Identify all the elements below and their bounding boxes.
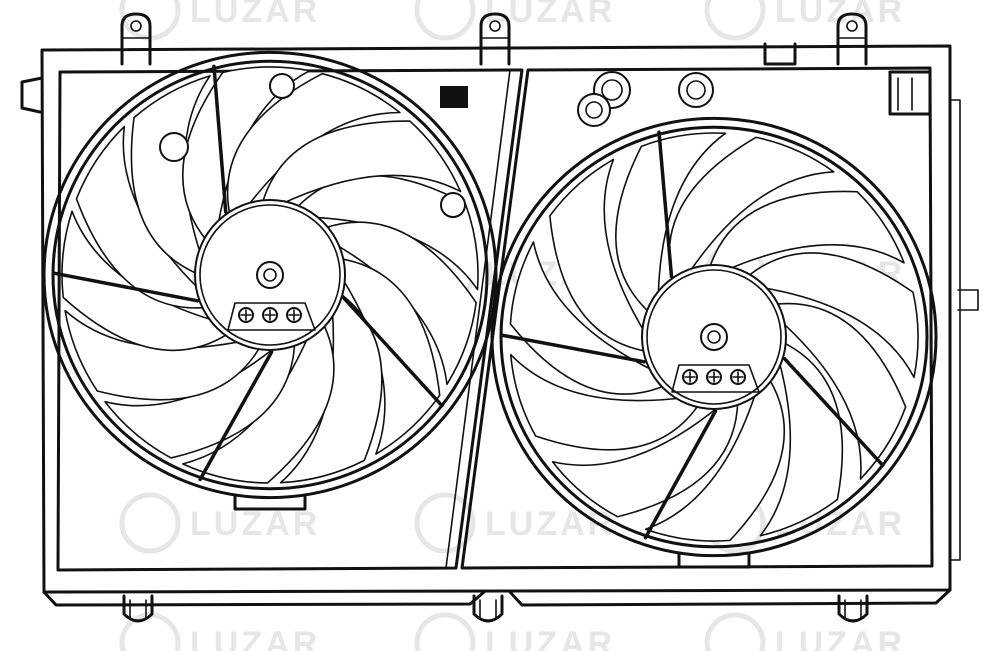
support-strut: [657, 130, 674, 279]
support-strut: [341, 296, 444, 408]
fan-blade: [509, 353, 701, 451]
ring-clip: [677, 551, 751, 569]
fan-blade: [509, 241, 667, 395]
watermark-logo: [704, 612, 766, 651]
top-mount-tab: [836, 12, 868, 66]
watermark-text: LUZAR: [190, 625, 320, 651]
watermark-text: LUZAR: [485, 505, 615, 543]
fan-blade: [551, 399, 739, 518]
fan-left: [42, 50, 498, 511]
fan-blade: [772, 302, 907, 480]
fan-blade: [668, 136, 835, 284]
watermark-text: LUZAR: [190, 505, 320, 543]
fan-ring-outer: [490, 116, 938, 558]
fan-ring-inner: [499, 125, 929, 549]
fan-blade: [745, 252, 919, 379]
fan-blade: [708, 190, 905, 271]
fan-blade: [615, 132, 727, 315]
label-block: [440, 86, 468, 108]
watermark-text: LUZAR: [485, 0, 615, 30]
watermark-text: LUZAR: [775, 0, 905, 30]
watermark-logo: [414, 492, 476, 554]
motor-shaft: [700, 323, 728, 351]
mounting-bosses: [159, 71, 714, 218]
support-strut: [500, 333, 647, 364]
fan-shroud: [20, 42, 979, 607]
motor-mount-plate: [227, 302, 316, 331]
support-strut: [212, 64, 228, 214]
watermark-logo: [414, 0, 476, 41]
bottom-mount-tab: [122, 594, 154, 623]
bottom-mount-tab: [472, 594, 504, 623]
fan-ring-outer: [42, 50, 498, 500]
ring-clip: [233, 493, 307, 511]
fan-ring-inner: [51, 59, 489, 491]
support-strut: [52, 271, 200, 303]
watermark-logo: [414, 612, 476, 651]
watermark-text: LUZAR: [775, 625, 905, 651]
watermark-text: LUZAR: [485, 625, 615, 651]
fan-blade: [759, 341, 844, 537]
top-mount-tab: [479, 12, 511, 66]
mounting-brackets: [120, 12, 869, 623]
support-strut: [782, 357, 885, 468]
support-strut: [198, 350, 274, 482]
support-strut: [643, 409, 718, 540]
bottom-mount-tab: [837, 594, 869, 623]
watermark-logo: [704, 0, 766, 41]
motor-shaft: [256, 261, 284, 289]
fan-blade: [644, 376, 786, 542]
motor-mount-plate: [671, 364, 760, 393]
connector-housing: [888, 70, 932, 116]
fan-blade: [549, 158, 649, 353]
watermark-logo: [119, 492, 181, 554]
fan-right: [490, 116, 938, 569]
top-mount-tab: [120, 12, 152, 66]
watermark-text: LUZAR: [190, 0, 320, 30]
fan-blade: [261, 120, 462, 206]
